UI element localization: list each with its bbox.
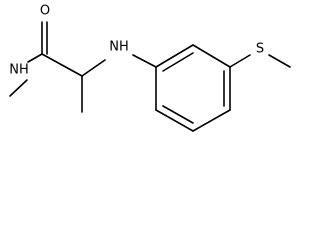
bond-alpha-amine xyxy=(81,59,106,77)
ring-bond-4 xyxy=(192,109,231,132)
bond-amine-ring xyxy=(132,54,157,68)
bond-n-methyl xyxy=(9,79,28,97)
ring-inner-bond-1 xyxy=(162,52,194,72)
chemical-structure: O NH NH S xyxy=(9,4,291,132)
atom-label-oxygen: O xyxy=(40,4,50,19)
ring-inner-bond-3 xyxy=(162,105,194,124)
ring-bond-1 xyxy=(155,44,194,68)
bond-carbonyl-alpha xyxy=(41,53,83,77)
atom-label-amine-nh: NH xyxy=(109,40,129,55)
bond-amide-n-carbonyl xyxy=(27,53,43,63)
atom-label-amide-nh: NH xyxy=(9,63,29,78)
bond-ring-sulfur xyxy=(229,54,251,68)
bond-sulfur-methyl xyxy=(268,54,291,68)
ring-bond-5 xyxy=(155,109,194,132)
ring-bond-2 xyxy=(192,44,231,68)
atom-label-sulfur: S xyxy=(256,42,264,57)
